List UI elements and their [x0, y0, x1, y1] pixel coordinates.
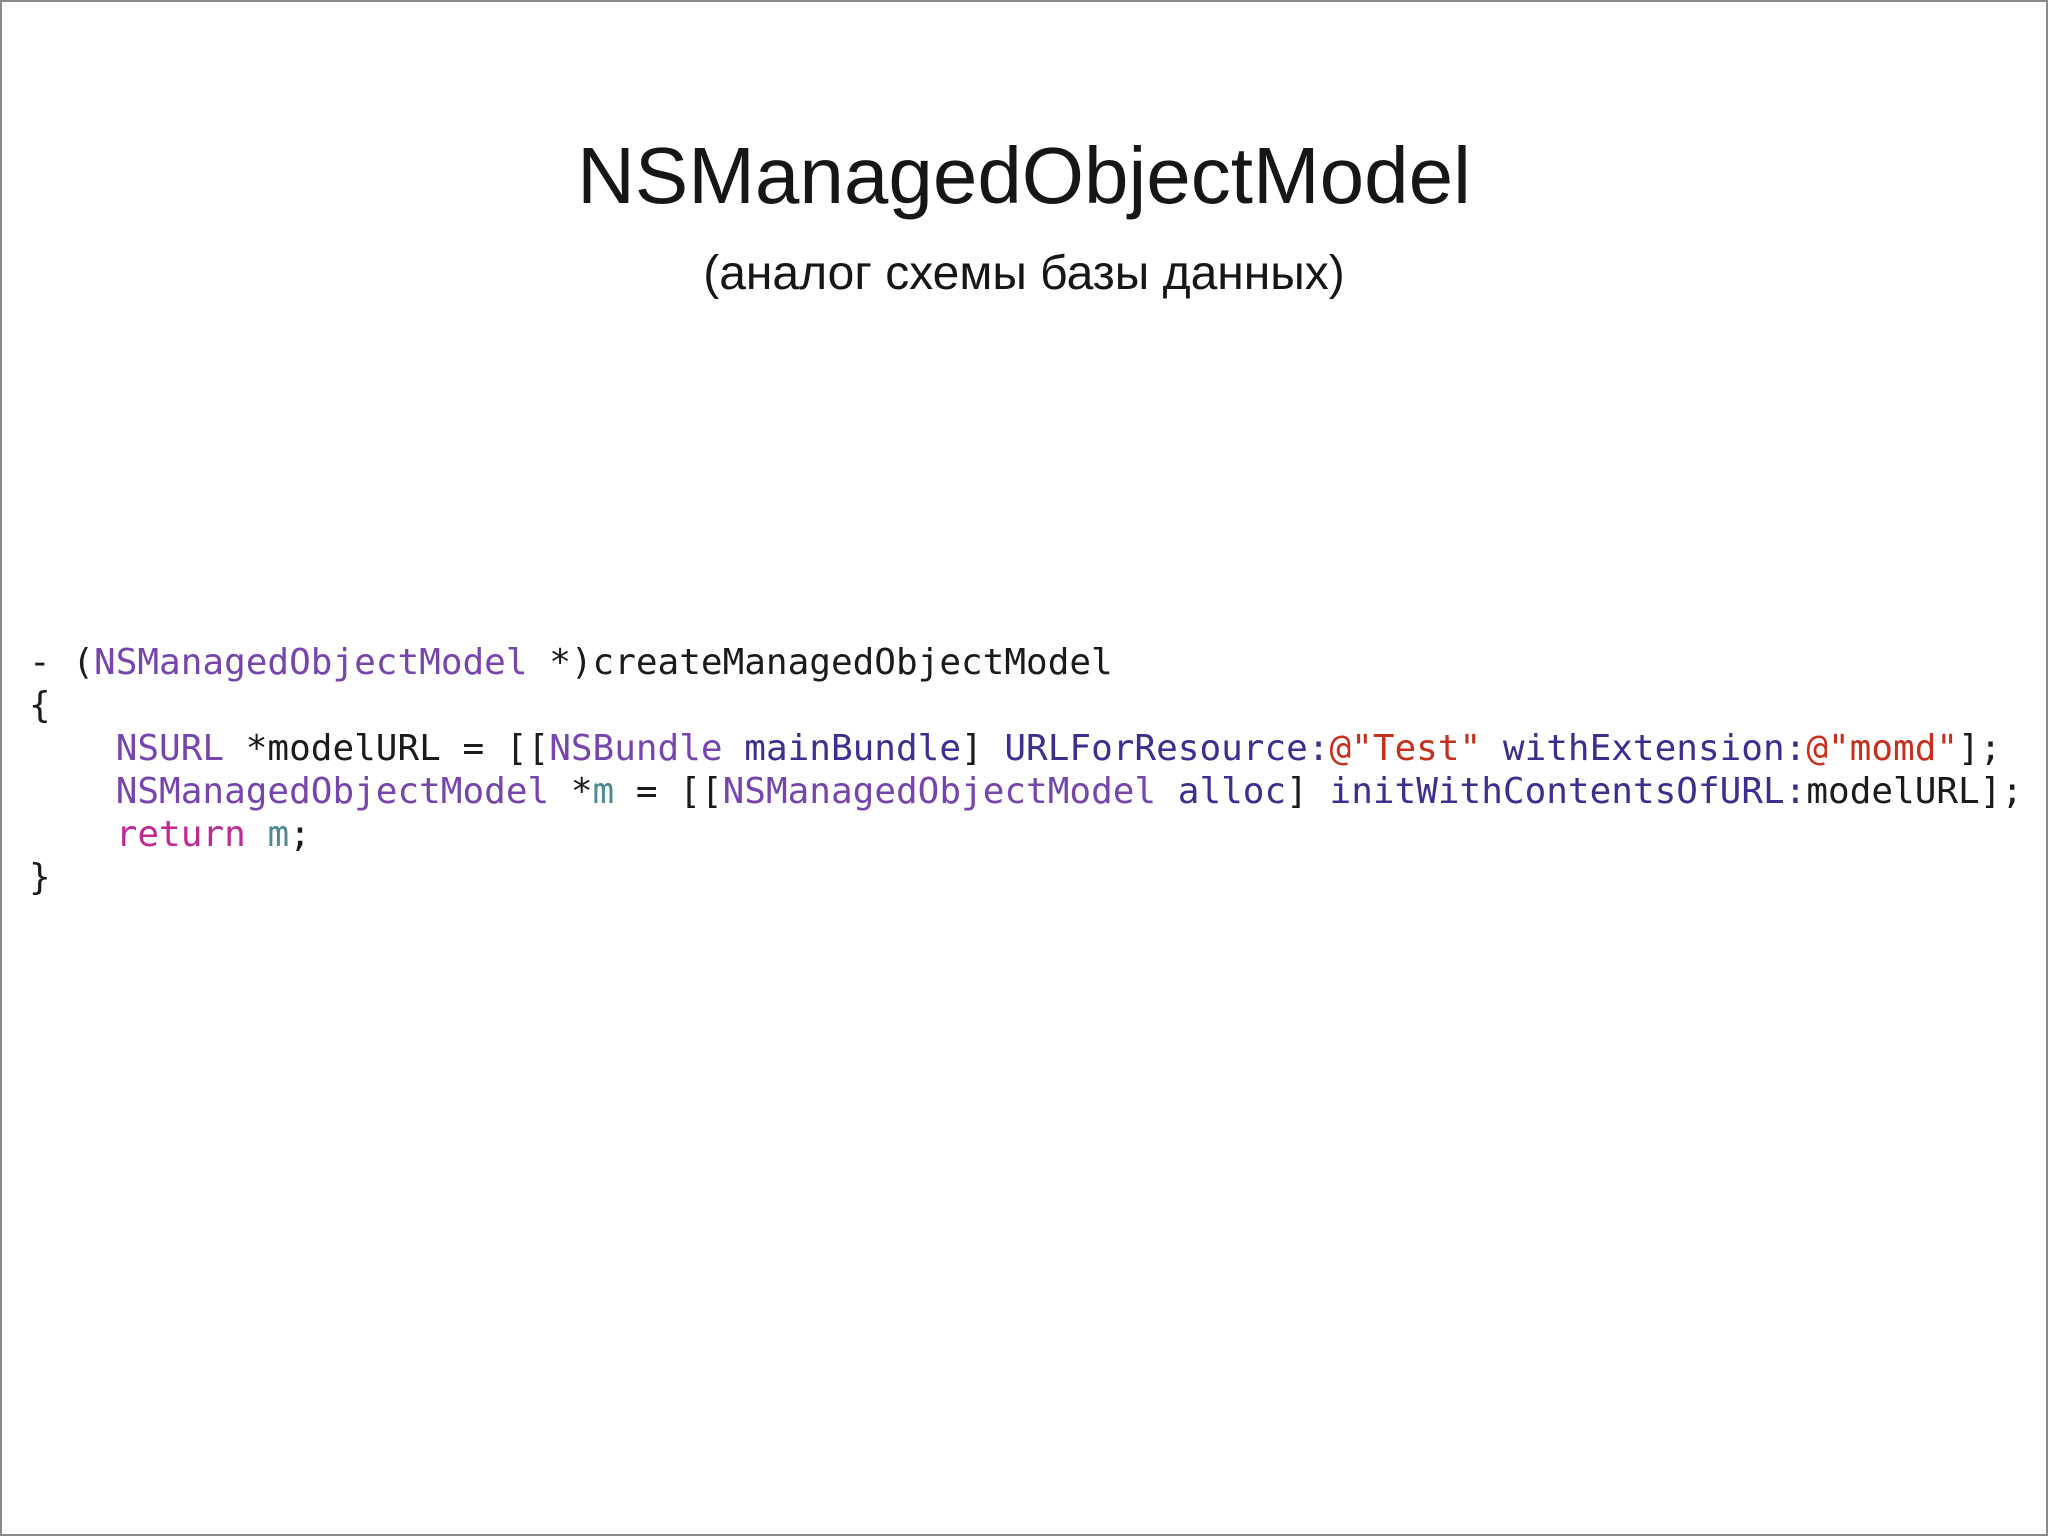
code-token-class_name: NSManagedObjectModel	[115, 771, 550, 812]
slide-title: NSManagedObjectModel	[577, 131, 1471, 220]
code-token-string_literal: @"momd"	[1806, 728, 1959, 769]
code-token-plain: *modelURL = [[	[224, 728, 550, 769]
code-token-plain: = [[	[614, 771, 723, 812]
code-token-plain	[29, 771, 116, 812]
code-token-class_name: NSURL	[115, 728, 225, 769]
code-token-plain	[1481, 728, 1503, 769]
code-token-plain: - (	[29, 642, 95, 683]
code-token-plain: {	[29, 685, 51, 726]
code-token-plain	[1156, 771, 1178, 812]
code-token-plain: ]	[961, 728, 1005, 769]
code-line: {	[29, 684, 2023, 727]
code-token-keyword: return	[115, 814, 246, 855]
code-token-class_name: NSBundle	[549, 728, 723, 769]
code-line: NSURL *modelURL = [[NSBundle mainBundle]…	[29, 727, 2023, 770]
code-token-plain: ];	[1958, 728, 2002, 769]
code-token-plain: ]	[1286, 771, 1330, 812]
code-token-plain: ];	[1979, 771, 2024, 812]
code-line: - (NSManagedObjectModel *)createManagedO…	[29, 641, 2023, 684]
code-token-method_name: URLForResource:	[1004, 728, 1330, 769]
code-token-plain	[29, 814, 116, 855]
code-token-string_literal: @"Test"	[1329, 728, 1482, 769]
code-line: }	[29, 856, 2023, 899]
code-token-method_name: initWithContentsOfURL:	[1329, 771, 1807, 812]
code-token-method_name: withExtension:	[1502, 728, 1807, 769]
code-token-plain: }	[29, 857, 51, 898]
code-line: NSManagedObjectModel *m = [[NSManagedObj…	[29, 770, 2023, 813]
code-token-plain	[29, 728, 116, 769]
code-line: return m;	[29, 813, 2023, 856]
code-token-class_name: NSManagedObjectModel	[722, 771, 1157, 812]
slide-subtitle: (аналог схемы базы данных)	[703, 247, 1345, 300]
code-token-method_name: mainBundle	[744, 728, 962, 769]
code-token-variable: m	[592, 771, 615, 812]
code-token-plain: modelURL	[1806, 771, 1980, 812]
code-block: - (NSManagedObjectModel *)createManagedO…	[29, 641, 2023, 899]
code-token-plain: *)createManagedObjectModel	[527, 642, 1113, 683]
code-token-class_name: NSManagedObjectModel	[94, 642, 528, 683]
code-token-plain: *	[549, 771, 593, 812]
code-token-variable: m	[267, 814, 290, 855]
code-token-plain	[246, 814, 268, 855]
code-token-method_name: alloc	[1177, 771, 1287, 812]
code-token-plain: ;	[289, 814, 311, 855]
code-token-plain	[723, 728, 745, 769]
